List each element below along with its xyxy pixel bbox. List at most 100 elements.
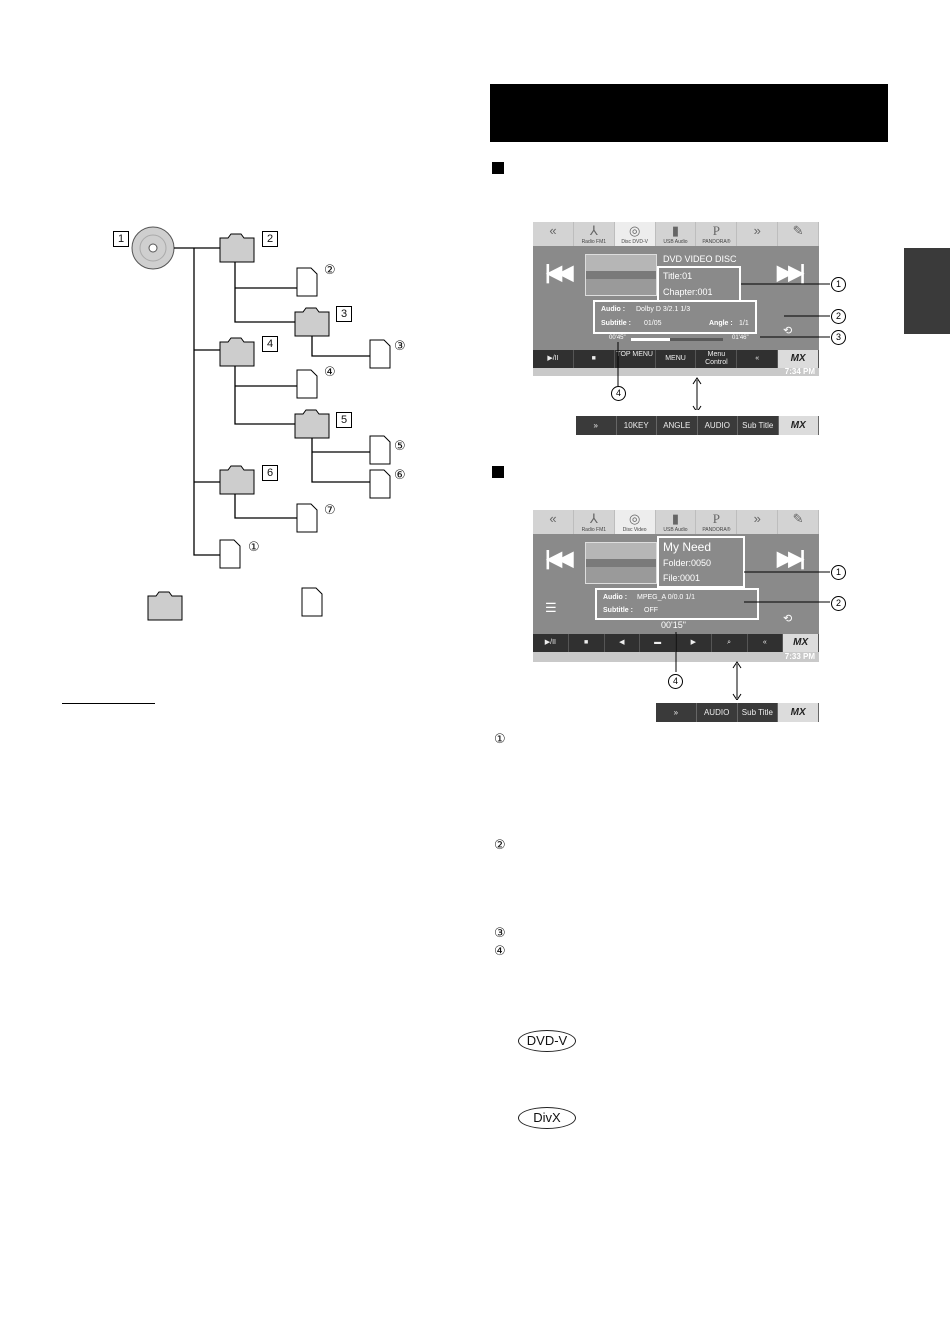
subtitle-button[interactable]: Sub Title	[738, 416, 779, 435]
video-thumbnail	[585, 254, 657, 296]
tab-next[interactable]: »	[737, 222, 779, 246]
callout-2: 2	[831, 596, 846, 611]
subtitle-value: 01/05	[644, 320, 662, 327]
legend-file-icon	[301, 587, 323, 617]
audio-value: MPEG_A 0/0.0 1/1	[637, 594, 695, 601]
callout-1: 1	[831, 565, 846, 580]
angle-button[interactable]: ANGLE	[657, 416, 698, 435]
video-thumbnail	[585, 542, 657, 584]
rewind-button[interactable]: ◀	[605, 634, 641, 652]
legend-item-1: ①	[494, 732, 506, 747]
progress-fill	[631, 338, 670, 341]
bullet-square-2	[492, 466, 504, 478]
subtitle-button[interactable]: Sub Title	[738, 703, 779, 722]
highlight-box-1	[657, 536, 745, 588]
file-icon-7	[296, 503, 318, 533]
folder-icon-4	[219, 337, 255, 367]
tree-circled-4: ④	[324, 365, 336, 380]
tab-setup[interactable]: ✎	[778, 510, 819, 534]
screen2-leader-lines	[675, 571, 830, 700]
collapse-button[interactable]: «	[737, 350, 779, 368]
repeat-icon[interactable]: ⟲	[783, 325, 793, 337]
collapse-button[interactable]: «	[748, 634, 784, 652]
box-number-3: 3	[336, 306, 352, 322]
dvdv-badge: DVD-V	[518, 1030, 576, 1052]
file-icon-5	[369, 435, 391, 465]
repeat-icon[interactable]: ⟲	[783, 613, 793, 625]
box-number-4: 4	[262, 336, 278, 352]
stop-button[interactable]: ■	[569, 634, 605, 652]
menu-control-button[interactable]: Menu Control	[696, 350, 738, 368]
tab-next[interactable]: »	[737, 510, 779, 534]
tab-radio[interactable]: ⅄Radio FM1	[574, 510, 615, 534]
prev-chapter-button[interactable]: |◀◀	[545, 262, 573, 284]
highlight-box-2	[595, 588, 759, 620]
subtitle-value: OFF	[644, 607, 658, 614]
file-number: File:0001	[663, 573, 701, 583]
tree-circled-6: ⑥	[394, 468, 406, 483]
forward-button[interactable]: ▶	[676, 634, 712, 652]
tree-circled-1: ①	[248, 540, 260, 555]
elapsed-time: 00'15"	[661, 620, 686, 630]
stop-button[interactable]: ■	[574, 350, 615, 368]
audio-label: Audio :	[601, 306, 626, 313]
play-pause-button[interactable]: ▶/II	[533, 350, 574, 368]
audio-button[interactable]: AUDIO	[698, 416, 738, 435]
tab-prev[interactable]: «	[533, 222, 574, 246]
mx-button[interactable]: MX	[778, 350, 819, 368]
top-menu-button[interactable]: TOP MENU	[615, 350, 656, 368]
tab-disc[interactable]: ◎Disc DVD-V	[614, 222, 656, 246]
folder-icon-3	[294, 307, 330, 337]
box-number-2: 2	[262, 231, 278, 247]
play-pause-button[interactable]: ▶/II	[533, 634, 569, 652]
file-icon-6	[369, 469, 391, 499]
audio-button[interactable]: AUDIO	[697, 703, 738, 722]
section-heading-bar	[490, 84, 888, 142]
dvd-info-area: |◀◀ ▶▶| DVD VIDEO DISC Title:01 Chapter:…	[533, 246, 819, 350]
tab-prev[interactable]: «	[533, 510, 574, 534]
subtitle-label: Subtitle :	[603, 607, 633, 614]
tab-radio[interactable]: ⅄Radio FM1	[574, 222, 615, 246]
tab-disc[interactable]: ◎Disc Video	[614, 510, 656, 534]
mx-button[interactable]: MX	[778, 416, 819, 435]
progress-track[interactable]	[631, 338, 723, 341]
tree-circled-7: ⑦	[324, 503, 336, 518]
chapter-number: Chapter:001	[663, 287, 713, 297]
folder-icon-6	[219, 465, 255, 495]
playback-controls: ▶/II ■ TOP MENU MENU Menu Control « MX	[533, 350, 819, 368]
divx-info-area: |◀◀ ▶▶| My Need Folder:0050 File:0001 ☰ …	[533, 534, 819, 634]
folder-tree-diagram	[131, 226, 391, 621]
tree-circled-5: ⑤	[394, 439, 406, 454]
subtitle-label: Subtitle :	[601, 320, 631, 327]
legend-item-4: ④	[494, 944, 506, 959]
tenkey-button[interactable]: 10KEY	[617, 416, 657, 435]
folder-icon-2	[219, 233, 255, 263]
tab-usb[interactable]: ▮USB Audio	[656, 510, 697, 534]
file-icon-1	[219, 539, 241, 569]
total-time: 01'46"	[732, 335, 749, 341]
next-file-button[interactable]: ▶▶|	[777, 548, 805, 570]
legend-item-3: ③	[494, 926, 506, 941]
expand-button[interactable]: »	[576, 416, 617, 435]
expand-button[interactable]: »	[656, 703, 697, 722]
mx-button[interactable]: MX	[783, 634, 819, 652]
prev-file-button[interactable]: |◀◀	[545, 548, 573, 570]
folder-icon-5	[294, 409, 330, 439]
highlight-box-2	[593, 300, 757, 334]
search-button[interactable]: ⌕	[712, 634, 748, 652]
divx-sub-toolbar: » AUDIO Sub Title MX	[656, 703, 819, 722]
menu-button[interactable]: MENU	[656, 350, 697, 368]
tab-usb[interactable]: ▮USB Audio	[656, 222, 697, 246]
callout-1: 1	[831, 277, 846, 292]
underline-rule	[62, 703, 155, 704]
tab-setup[interactable]: ✎	[778, 222, 819, 246]
screen1-leader-lines	[617, 283, 830, 410]
list-icon[interactable]: ☰	[545, 600, 557, 615]
next-chapter-button[interactable]: ▶▶|	[777, 262, 805, 284]
mx-button[interactable]: MX	[778, 703, 819, 722]
